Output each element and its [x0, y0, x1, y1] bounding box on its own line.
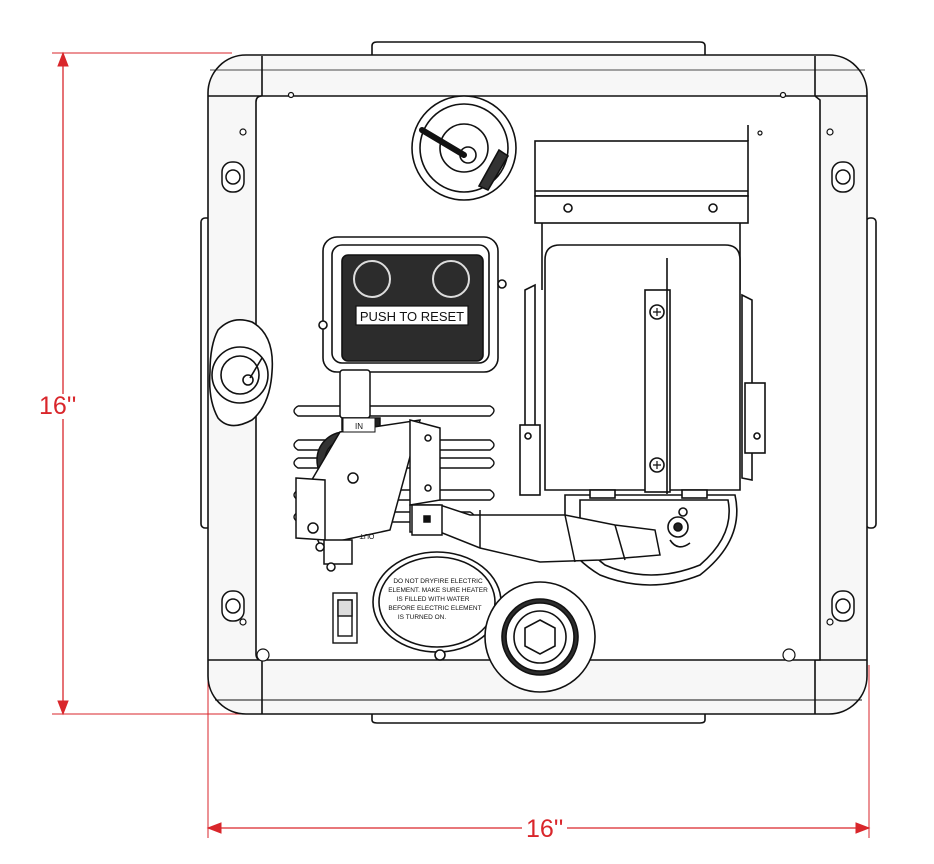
mounting-clips	[221, 161, 855, 622]
arrow-right-icon	[855, 822, 871, 834]
power-switch	[332, 592, 358, 644]
clip-bottom-left	[221, 590, 245, 622]
arrow-left-icon	[206, 822, 222, 834]
small-holes	[239, 91, 834, 662]
drain-plug	[484, 581, 596, 693]
valve-tag: IN OUT	[342, 417, 376, 539]
valve-in-label: IN	[355, 422, 363, 431]
width-dimension-label: 16''	[522, 817, 568, 842]
arrow-down-icon	[57, 700, 69, 716]
warning-line-1: DO NOT DRYFIRE ELECTRIC	[393, 578, 483, 585]
relief-valve	[411, 95, 517, 201]
warning-plate	[372, 551, 502, 661]
valve-out-label: OUT	[359, 532, 375, 539]
width-dimension	[206, 665, 871, 838]
arrow-up-icon	[57, 51, 69, 67]
reset-label-plate	[355, 305, 469, 326]
height-dimension-label: 16''	[35, 394, 81, 419]
warning-line-5: IS TURNED ON.	[398, 614, 446, 621]
clip-top-right	[831, 161, 855, 193]
burner-assembly	[519, 125, 766, 586]
side-fitting	[208, 319, 274, 427]
warning-line-4: BEFORE ELECTRIC ELEMENT	[388, 605, 481, 612]
height-dimension	[52, 51, 262, 716]
reset-box	[318, 236, 507, 373]
valve-assembly	[295, 369, 661, 572]
clip-top-left	[221, 161, 245, 193]
clip-bottom-right	[831, 590, 855, 622]
warning-text: DO NOT DRYFIRE ELECTRIC ELEMENT. MAKE SU…	[388, 578, 488, 621]
warning-line-2: ELEMENT. MAKE SURE HEATER	[388, 587, 488, 594]
warning-line-3: IS FILLED WITH WATER	[397, 596, 470, 603]
reset-label[interactable]: PUSH TO RESET	[360, 309, 464, 324]
